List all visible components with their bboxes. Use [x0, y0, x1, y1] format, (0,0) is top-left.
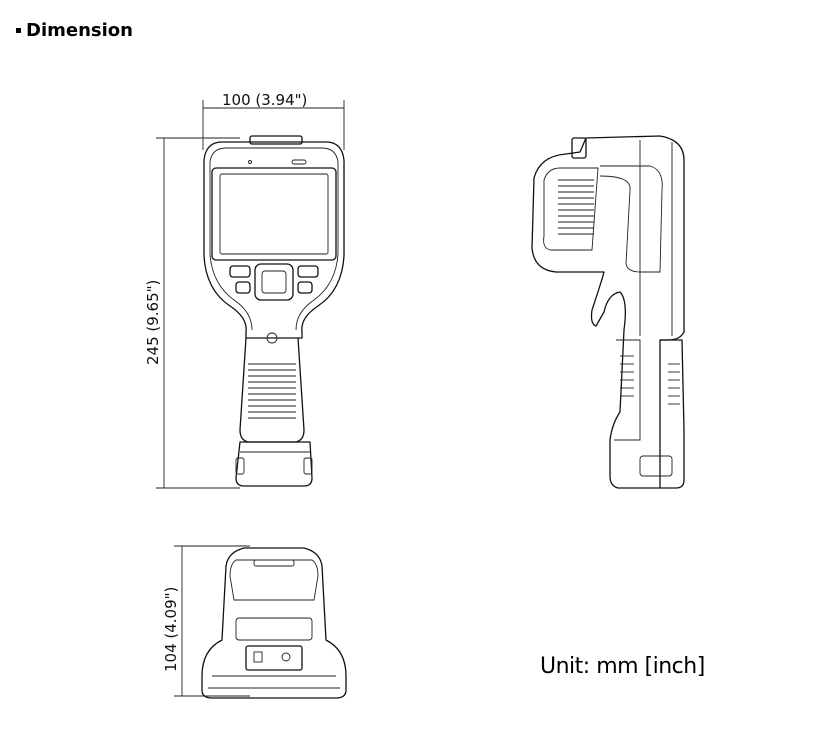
width-dimension-label: 100 (3.94") — [222, 91, 307, 109]
square-bullet-icon — [16, 28, 21, 33]
depth-dimension-label: 104 (4.09") — [162, 587, 180, 672]
unit-label: Unit: mm [inch] — [540, 654, 705, 679]
front-view: 100 (3.94") 245 (9.65") — [144, 91, 345, 489]
section-title: Dimension — [16, 20, 133, 41]
side-view — [531, 135, 685, 489]
bottom-view: 104 (4.09") — [162, 545, 347, 699]
height-dimension-label: 245 (9.65") — [144, 280, 162, 365]
section-title-text: Dimension — [26, 20, 133, 41]
